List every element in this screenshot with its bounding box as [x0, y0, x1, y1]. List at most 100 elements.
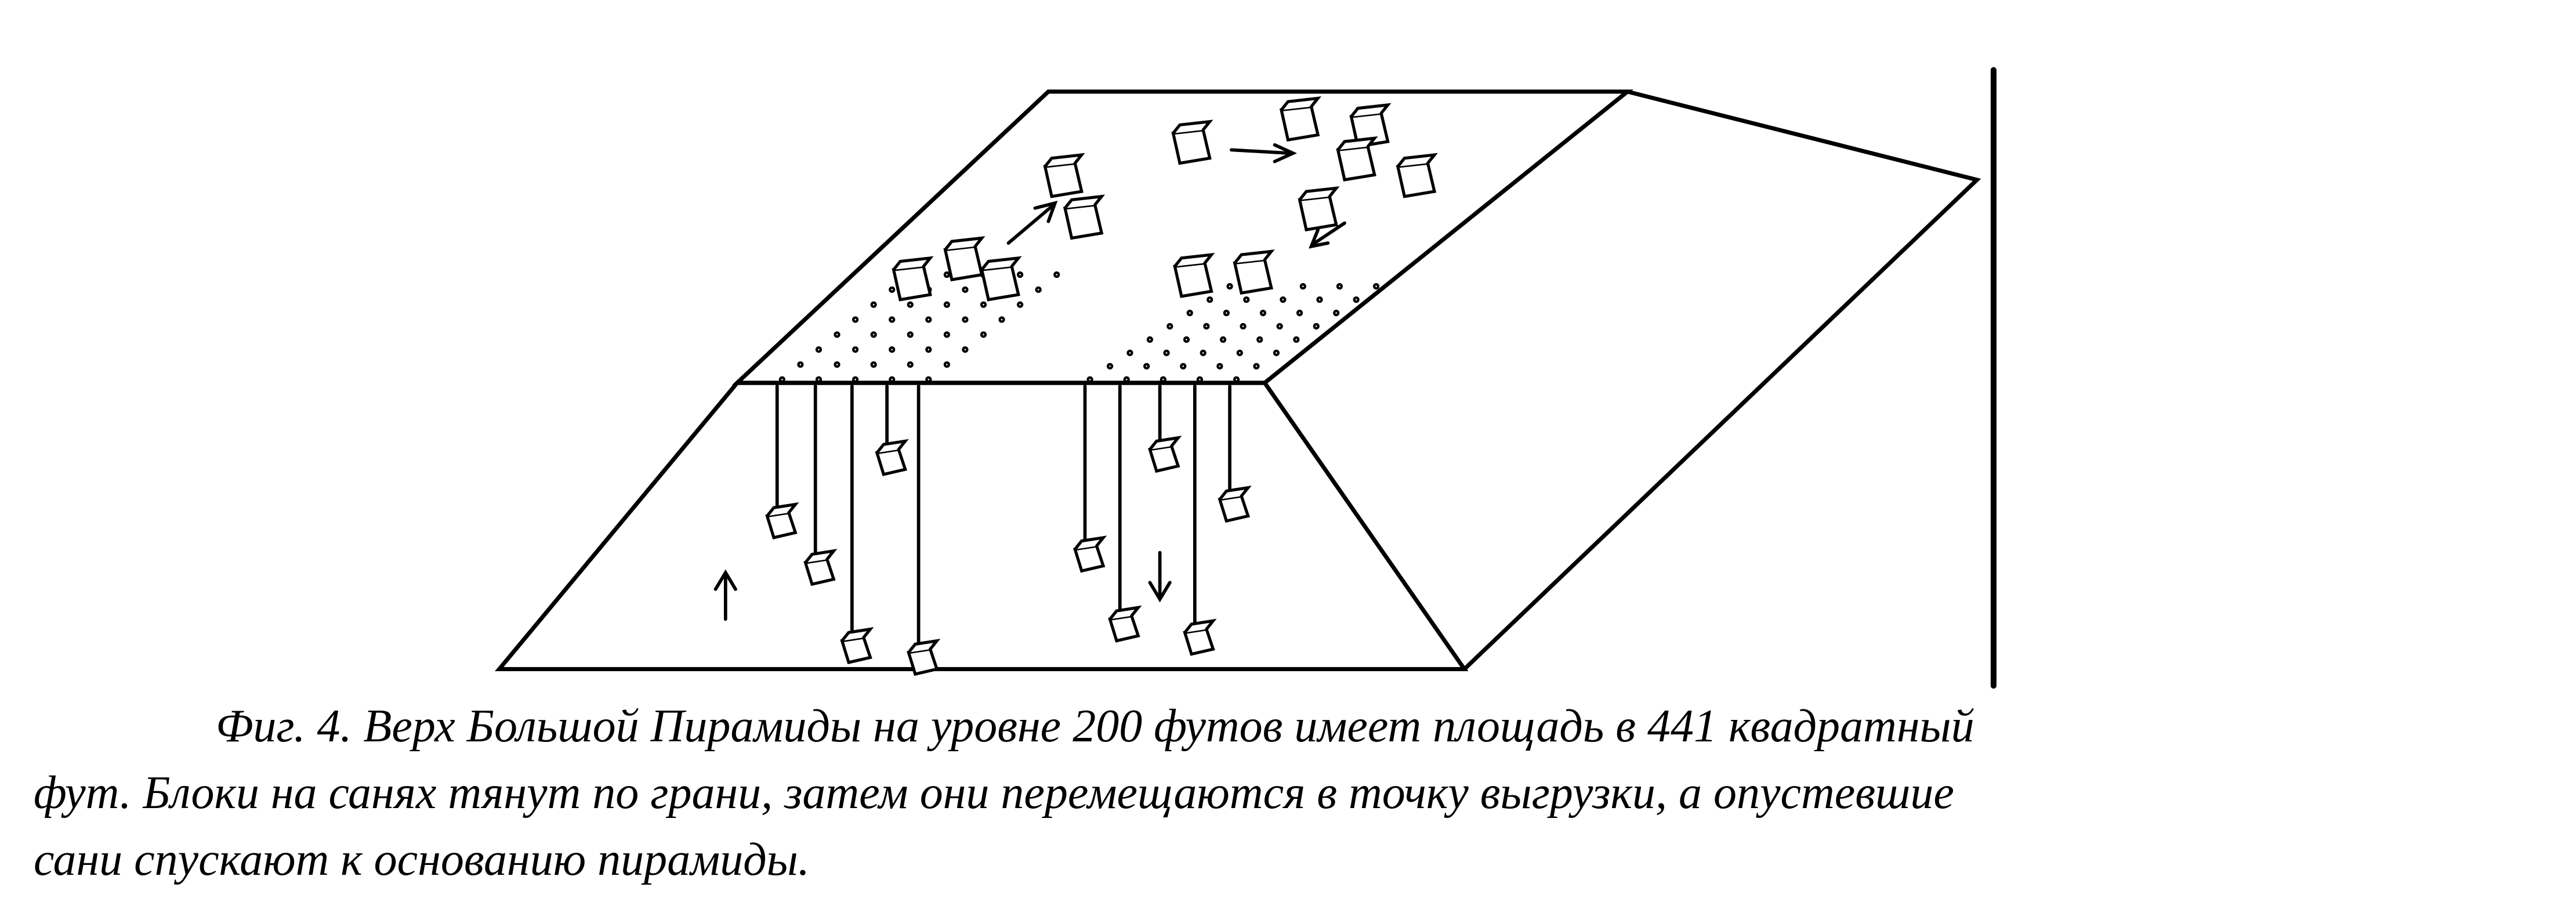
dot — [1223, 309, 1230, 317]
dot — [962, 316, 969, 323]
dot — [1259, 309, 1267, 317]
dot — [1240, 323, 1247, 330]
dot — [1372, 283, 1380, 290]
dot — [870, 331, 877, 338]
dot — [943, 271, 950, 278]
block — [1148, 436, 1182, 473]
dot — [1216, 363, 1223, 370]
dot — [1207, 296, 1213, 303]
arrow-right-icon — [1230, 143, 1298, 164]
dot — [834, 361, 840, 368]
dot — [1180, 363, 1187, 370]
dot — [852, 346, 859, 353]
dot — [834, 331, 840, 338]
dot — [1243, 296, 1250, 303]
dot — [1233, 376, 1240, 383]
dot — [1017, 301, 1024, 308]
block — [1043, 153, 1085, 198]
block — [980, 256, 1022, 302]
dot — [1236, 349, 1243, 356]
sled-ropes — [775, 384, 1231, 654]
rope-dots — [778, 271, 1380, 383]
dot — [778, 376, 785, 383]
arrow-up-icon — [713, 569, 737, 621]
block — [1396, 153, 1438, 198]
block — [907, 639, 941, 676]
stone-blocks — [765, 96, 1438, 676]
dot — [925, 346, 932, 353]
dot — [1166, 323, 1173, 330]
dot — [889, 286, 896, 293]
dot — [1293, 336, 1300, 343]
dot — [1143, 363, 1150, 370]
dot — [1273, 349, 1280, 356]
dot — [1256, 336, 1263, 343]
dot — [1276, 323, 1283, 330]
block — [765, 502, 799, 539]
dot — [797, 361, 804, 368]
dot — [943, 361, 950, 368]
dot — [1163, 349, 1170, 356]
dot — [1126, 349, 1133, 356]
arrow-diag-icon — [1006, 201, 1058, 245]
dot — [889, 316, 896, 323]
dot — [1296, 309, 1303, 317]
block — [943, 236, 986, 282]
dot — [980, 301, 987, 308]
block — [1108, 605, 1142, 643]
block — [1349, 103, 1392, 149]
dot — [1123, 376, 1130, 383]
dot — [889, 346, 896, 353]
block — [1298, 186, 1340, 231]
dot — [962, 286, 969, 293]
dot — [1333, 309, 1340, 317]
dot — [1053, 271, 1060, 278]
block — [1173, 252, 1215, 298]
figure-caption-line-2: фут. Блоки на санях тянут по грани, зате… — [34, 767, 1954, 819]
dot — [870, 361, 877, 368]
dot — [943, 301, 950, 308]
dot — [889, 376, 896, 383]
dot — [943, 331, 950, 338]
dot — [980, 331, 987, 338]
block — [1218, 486, 1252, 523]
dot — [1336, 283, 1343, 290]
figure-caption-line-1: Фиг. 4. Верх Большой Пирамиды на уровне … — [216, 701, 1974, 752]
dot — [1086, 376, 1093, 383]
arrow-diag-down-icon — [1309, 221, 1346, 249]
block — [875, 439, 909, 476]
block — [1233, 249, 1275, 295]
arrow-down-icon — [1148, 551, 1172, 603]
dot — [1253, 363, 1260, 370]
dot — [815, 376, 823, 383]
block — [1336, 136, 1378, 182]
dot — [1220, 336, 1227, 343]
dot — [870, 301, 877, 308]
dot — [1106, 363, 1114, 370]
dot — [1160, 376, 1166, 383]
dot — [1146, 336, 1153, 343]
dot — [1316, 296, 1323, 303]
dot — [907, 331, 914, 338]
block — [892, 256, 934, 302]
dot — [1183, 336, 1190, 343]
dot — [907, 301, 914, 308]
block — [840, 627, 874, 665]
dot — [1200, 349, 1207, 356]
block — [1183, 618, 1217, 656]
dot — [1299, 283, 1306, 290]
dot — [1353, 296, 1360, 303]
block — [1063, 194, 1106, 240]
block — [1073, 535, 1107, 573]
pyramid-outline — [495, 67, 1997, 689]
block — [1171, 120, 1213, 165]
dot — [925, 316, 932, 323]
figure-caption-line-3: сани спускают к основанию пирамиды. — [34, 834, 810, 885]
dot — [1186, 309, 1193, 317]
pyramid-top-diagram — [495, 67, 1997, 689]
block — [803, 549, 838, 586]
dot — [1226, 283, 1233, 290]
dot — [1035, 286, 1042, 293]
dot — [1280, 296, 1287, 303]
direction-arrows — [713, 143, 1346, 621]
